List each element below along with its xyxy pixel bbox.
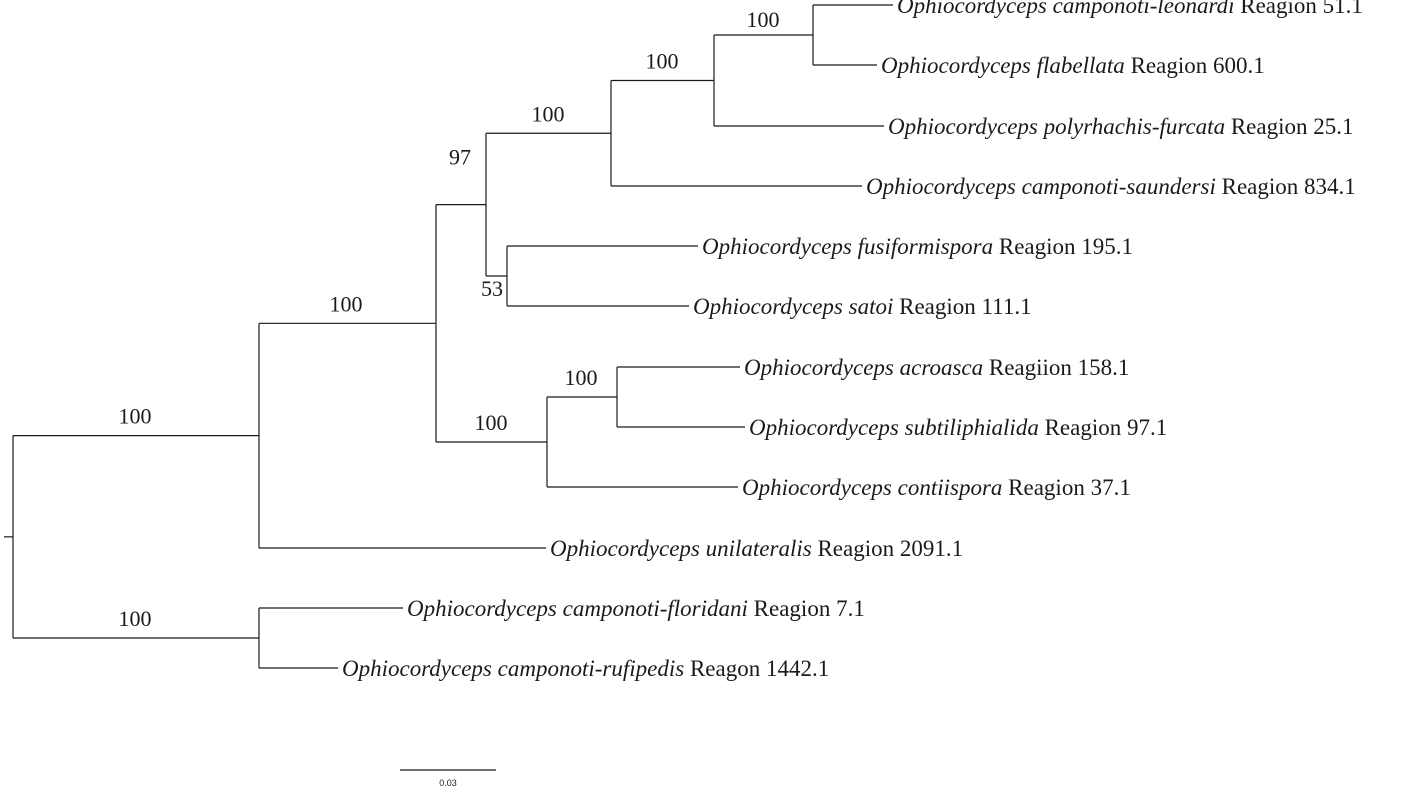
taxon-genus: Ophiocordyceps bbox=[342, 656, 498, 681]
taxon-genus: Ophiocordyceps bbox=[550, 536, 706, 561]
taxon-label-t_unilateralis: Ophiocordyceps unilateralis Reagion 2091… bbox=[550, 536, 963, 561]
taxon-suffix: Reagion 51.1 bbox=[1234, 0, 1362, 18]
taxon-suffix: Reagion 600.1 bbox=[1125, 53, 1265, 78]
taxon-species: flabellata bbox=[1037, 53, 1125, 78]
taxon-suffix: Reagion 7.1 bbox=[748, 596, 865, 621]
support-value-n_100c: 100 bbox=[747, 7, 780, 32]
taxon-genus: Ophiocordyceps bbox=[897, 0, 1053, 18]
taxon-label-t_subtiliphialida: Ophiocordyceps subtiliphialida Reagion 9… bbox=[749, 415, 1167, 440]
taxon-label-t_floridani: Ophiocordyceps camponoti-floridani Reagi… bbox=[407, 596, 865, 621]
taxon-label-t_polyrhachis: Ophiocordyceps polyrhachis-furcata Reagi… bbox=[888, 114, 1353, 139]
taxon-suffix: Reagion 834.1 bbox=[1216, 174, 1356, 199]
taxon-genus: Ophiocordyceps bbox=[888, 114, 1044, 139]
taxon-species: satoi bbox=[849, 294, 894, 319]
support-value-n_100d: 100 bbox=[475, 410, 508, 435]
taxon-species: camponoti-saundersi bbox=[1022, 174, 1216, 199]
taxon-label-t_acroasca: Ophiocordyceps acroasca Reagiion 158.1 bbox=[744, 355, 1129, 380]
taxon-suffix: Reagion 37.1 bbox=[1002, 475, 1130, 500]
support-value-n_100b: 100 bbox=[646, 49, 679, 74]
scale-bar-label: 0.03 bbox=[439, 778, 457, 788]
taxon-species: camponoti-leonardi bbox=[1053, 0, 1235, 18]
taxon-label-t_flabellata: Ophiocordyceps flabellata Reagion 600.1 bbox=[881, 53, 1265, 78]
taxon-genus: Ophiocordyceps bbox=[742, 475, 898, 500]
taxon-label-t_saundersi: Ophiocordyceps camponoti-saundersi Reagi… bbox=[866, 174, 1356, 199]
taxon-genus: Ophiocordyceps bbox=[407, 596, 563, 621]
support-values: 100 100 100 53 100 97 100 100 100 100 bbox=[119, 7, 780, 631]
taxon-suffix: Reagion 97.1 bbox=[1039, 415, 1167, 440]
support-value-n_100e: 100 bbox=[565, 365, 598, 390]
taxon-genus: Ophiocordyceps bbox=[693, 294, 849, 319]
taxon-species: acroasca bbox=[900, 355, 983, 380]
taxon-genus: Ophiocordyceps bbox=[744, 355, 900, 380]
support-value-n_outgroup: 100 bbox=[119, 606, 152, 631]
taxon-species: camponoti-floridani bbox=[563, 596, 748, 621]
taxon-label-t_contiispora: Ophiocordyceps contiispora Reagion 37.1 bbox=[742, 475, 1131, 500]
branches bbox=[4, 4, 893, 669]
taxon-labels: Ophiocordyceps camponoti-leonardi Reagio… bbox=[342, 0, 1363, 681]
taxon-species: polyrhachis-furcata bbox=[1042, 114, 1225, 139]
taxon-suffix: Reagion 111.1 bbox=[893, 294, 1031, 319]
support-value-n_big: 100 bbox=[330, 291, 363, 316]
taxon-species: unilateralis bbox=[706, 536, 812, 561]
taxon-species: fusiformispora bbox=[858, 234, 993, 259]
taxon-genus: Ophiocordyceps bbox=[881, 53, 1037, 78]
taxon-label-t_satoi: Ophiocordyceps satoi Reagion 111.1 bbox=[693, 294, 1032, 319]
taxon-label-t_leonardi: Ophiocordyceps camponoti-leonardi Reagio… bbox=[897, 0, 1363, 18]
taxon-suffix: Reagion 2091.1 bbox=[812, 536, 963, 561]
taxon-label-t_fusiformispora: Ophiocordyceps fusiformispora Reagion 19… bbox=[702, 234, 1133, 259]
taxon-species: subtiliphialida bbox=[905, 415, 1039, 440]
support-value-n_main: 100 bbox=[119, 404, 152, 429]
taxon-genus: Ophiocordyceps bbox=[749, 415, 905, 440]
scale-bar: 0.03 bbox=[400, 769, 496, 788]
taxon-species: contiispora bbox=[898, 475, 1003, 500]
taxon-suffix: Reagion 25.1 bbox=[1225, 114, 1353, 139]
support-value-n_53: 53 bbox=[481, 276, 503, 301]
taxon-suffix: Reagion 195.1 bbox=[993, 234, 1133, 259]
taxon-genus: Ophiocordyceps bbox=[702, 234, 858, 259]
taxon-suffix: Reagiion 158.1 bbox=[983, 355, 1129, 380]
support-value-n_100a: 100 bbox=[532, 101, 565, 126]
taxon-species: camponoti-rufipedis bbox=[498, 656, 685, 681]
support-value-n_97: 97 bbox=[449, 145, 471, 170]
taxon-genus: Ophiocordyceps bbox=[866, 174, 1022, 199]
taxon-suffix: Reagon 1442.1 bbox=[684, 656, 829, 681]
taxon-label-t_rufipedis: Ophiocordyceps camponoti-rufipedis Reago… bbox=[342, 656, 829, 681]
